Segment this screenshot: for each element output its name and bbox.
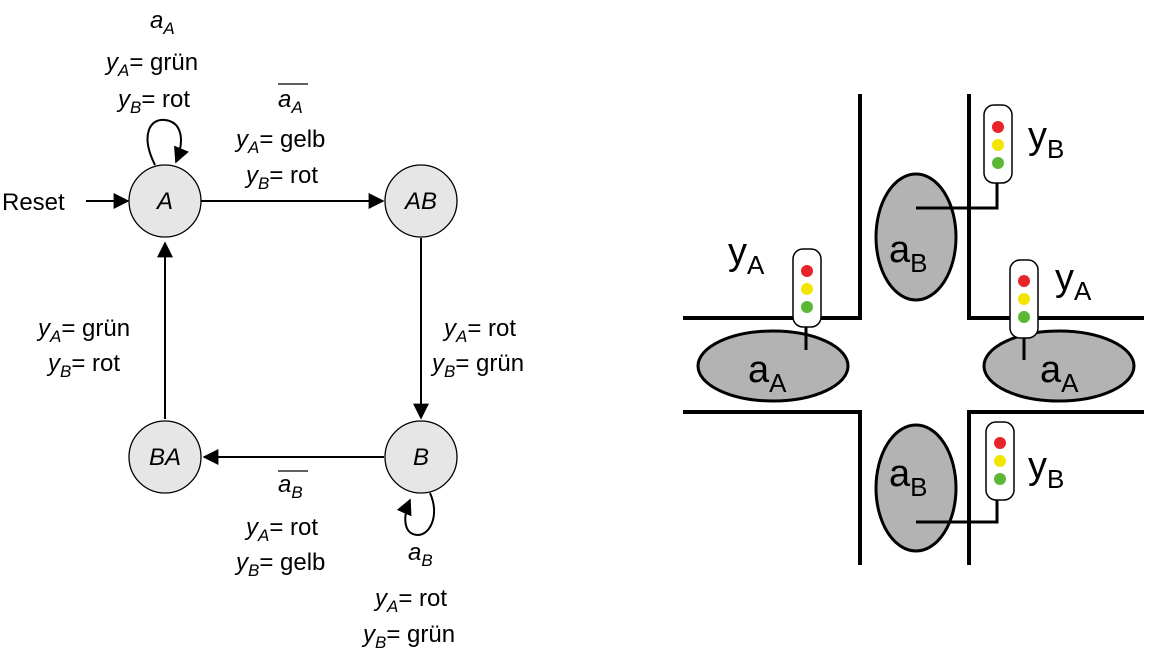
out-ba-ya: yA= rot	[244, 514, 318, 545]
road-top-left	[683, 94, 862, 320]
traffic-light-b-bottom	[985, 421, 1015, 501]
input-aa-not: aA	[278, 86, 303, 117]
out-b-loop-yb: yB= grün	[361, 621, 455, 652]
sensor-a-left: aA	[696, 329, 850, 403]
state-ba: BA	[128, 420, 202, 494]
light-label-yb-top: yB	[1028, 115, 1064, 164]
self-loop-b	[396, 492, 436, 537]
svg-text:aB: aB	[889, 229, 927, 278]
reset-label: Reset	[2, 189, 65, 216]
light-label-ya-right: yA	[1055, 257, 1092, 306]
out-ab-yb: yB= rot	[244, 162, 318, 193]
out-b-right-yb: yB= grün	[430, 350, 524, 381]
sensor-b-bottom: aB	[874, 423, 958, 553]
input-ab-loop: aB	[408, 539, 433, 570]
road-top-right	[967, 94, 1144, 320]
intersection: aA aA aB aB	[683, 94, 1144, 565]
state-b: B	[384, 420, 458, 494]
svg-text:aA: aA	[1040, 349, 1079, 398]
input-aa-loop: aA	[150, 7, 175, 38]
svg-text:aA: aA	[748, 349, 787, 398]
state-a-label: A	[155, 188, 173, 215]
wire-top	[916, 180, 999, 210]
input-ab-not: aB	[278, 471, 303, 502]
svg-text:aB: aB	[889, 453, 927, 502]
state-a: A	[128, 164, 202, 238]
sensor-b-top: aB	[874, 172, 958, 302]
out-a-yb: yB= rot	[116, 86, 190, 117]
light-label-yb-bottom: yB	[1028, 445, 1064, 494]
out-left-ya: yA= grün	[36, 315, 130, 346]
out-left-yb: yB= rot	[46, 350, 120, 381]
wire-bottom	[916, 495, 999, 524]
out-a-ya: yA= grün	[104, 49, 198, 80]
out-b-loop-ya: yA= rot	[373, 585, 447, 616]
road-bottom-right	[967, 410, 1144, 565]
state-b-label: B	[413, 444, 429, 471]
state-ab-label: AB	[403, 188, 437, 215]
state-ba-label: BA	[149, 444, 181, 471]
traffic-light-a-left	[792, 248, 822, 328]
sensor-a-right: aA	[982, 329, 1136, 403]
out-b-right-ya: yA= rot	[442, 315, 516, 346]
state-ab: AB	[384, 164, 458, 238]
self-loop-a	[146, 118, 189, 166]
out-ab-ya: yA= gelb	[234, 126, 325, 157]
traffic-light-a-right	[1009, 259, 1039, 339]
state-machine: A AB B BA Reset aA yA= grün yB= rot aA y…	[2, 7, 524, 652]
traffic-light-b-top	[983, 104, 1013, 184]
light-label-ya-left: yA	[728, 231, 765, 280]
out-ba-yb: yB= gelb	[234, 549, 325, 580]
road-bottom-left	[683, 410, 862, 565]
